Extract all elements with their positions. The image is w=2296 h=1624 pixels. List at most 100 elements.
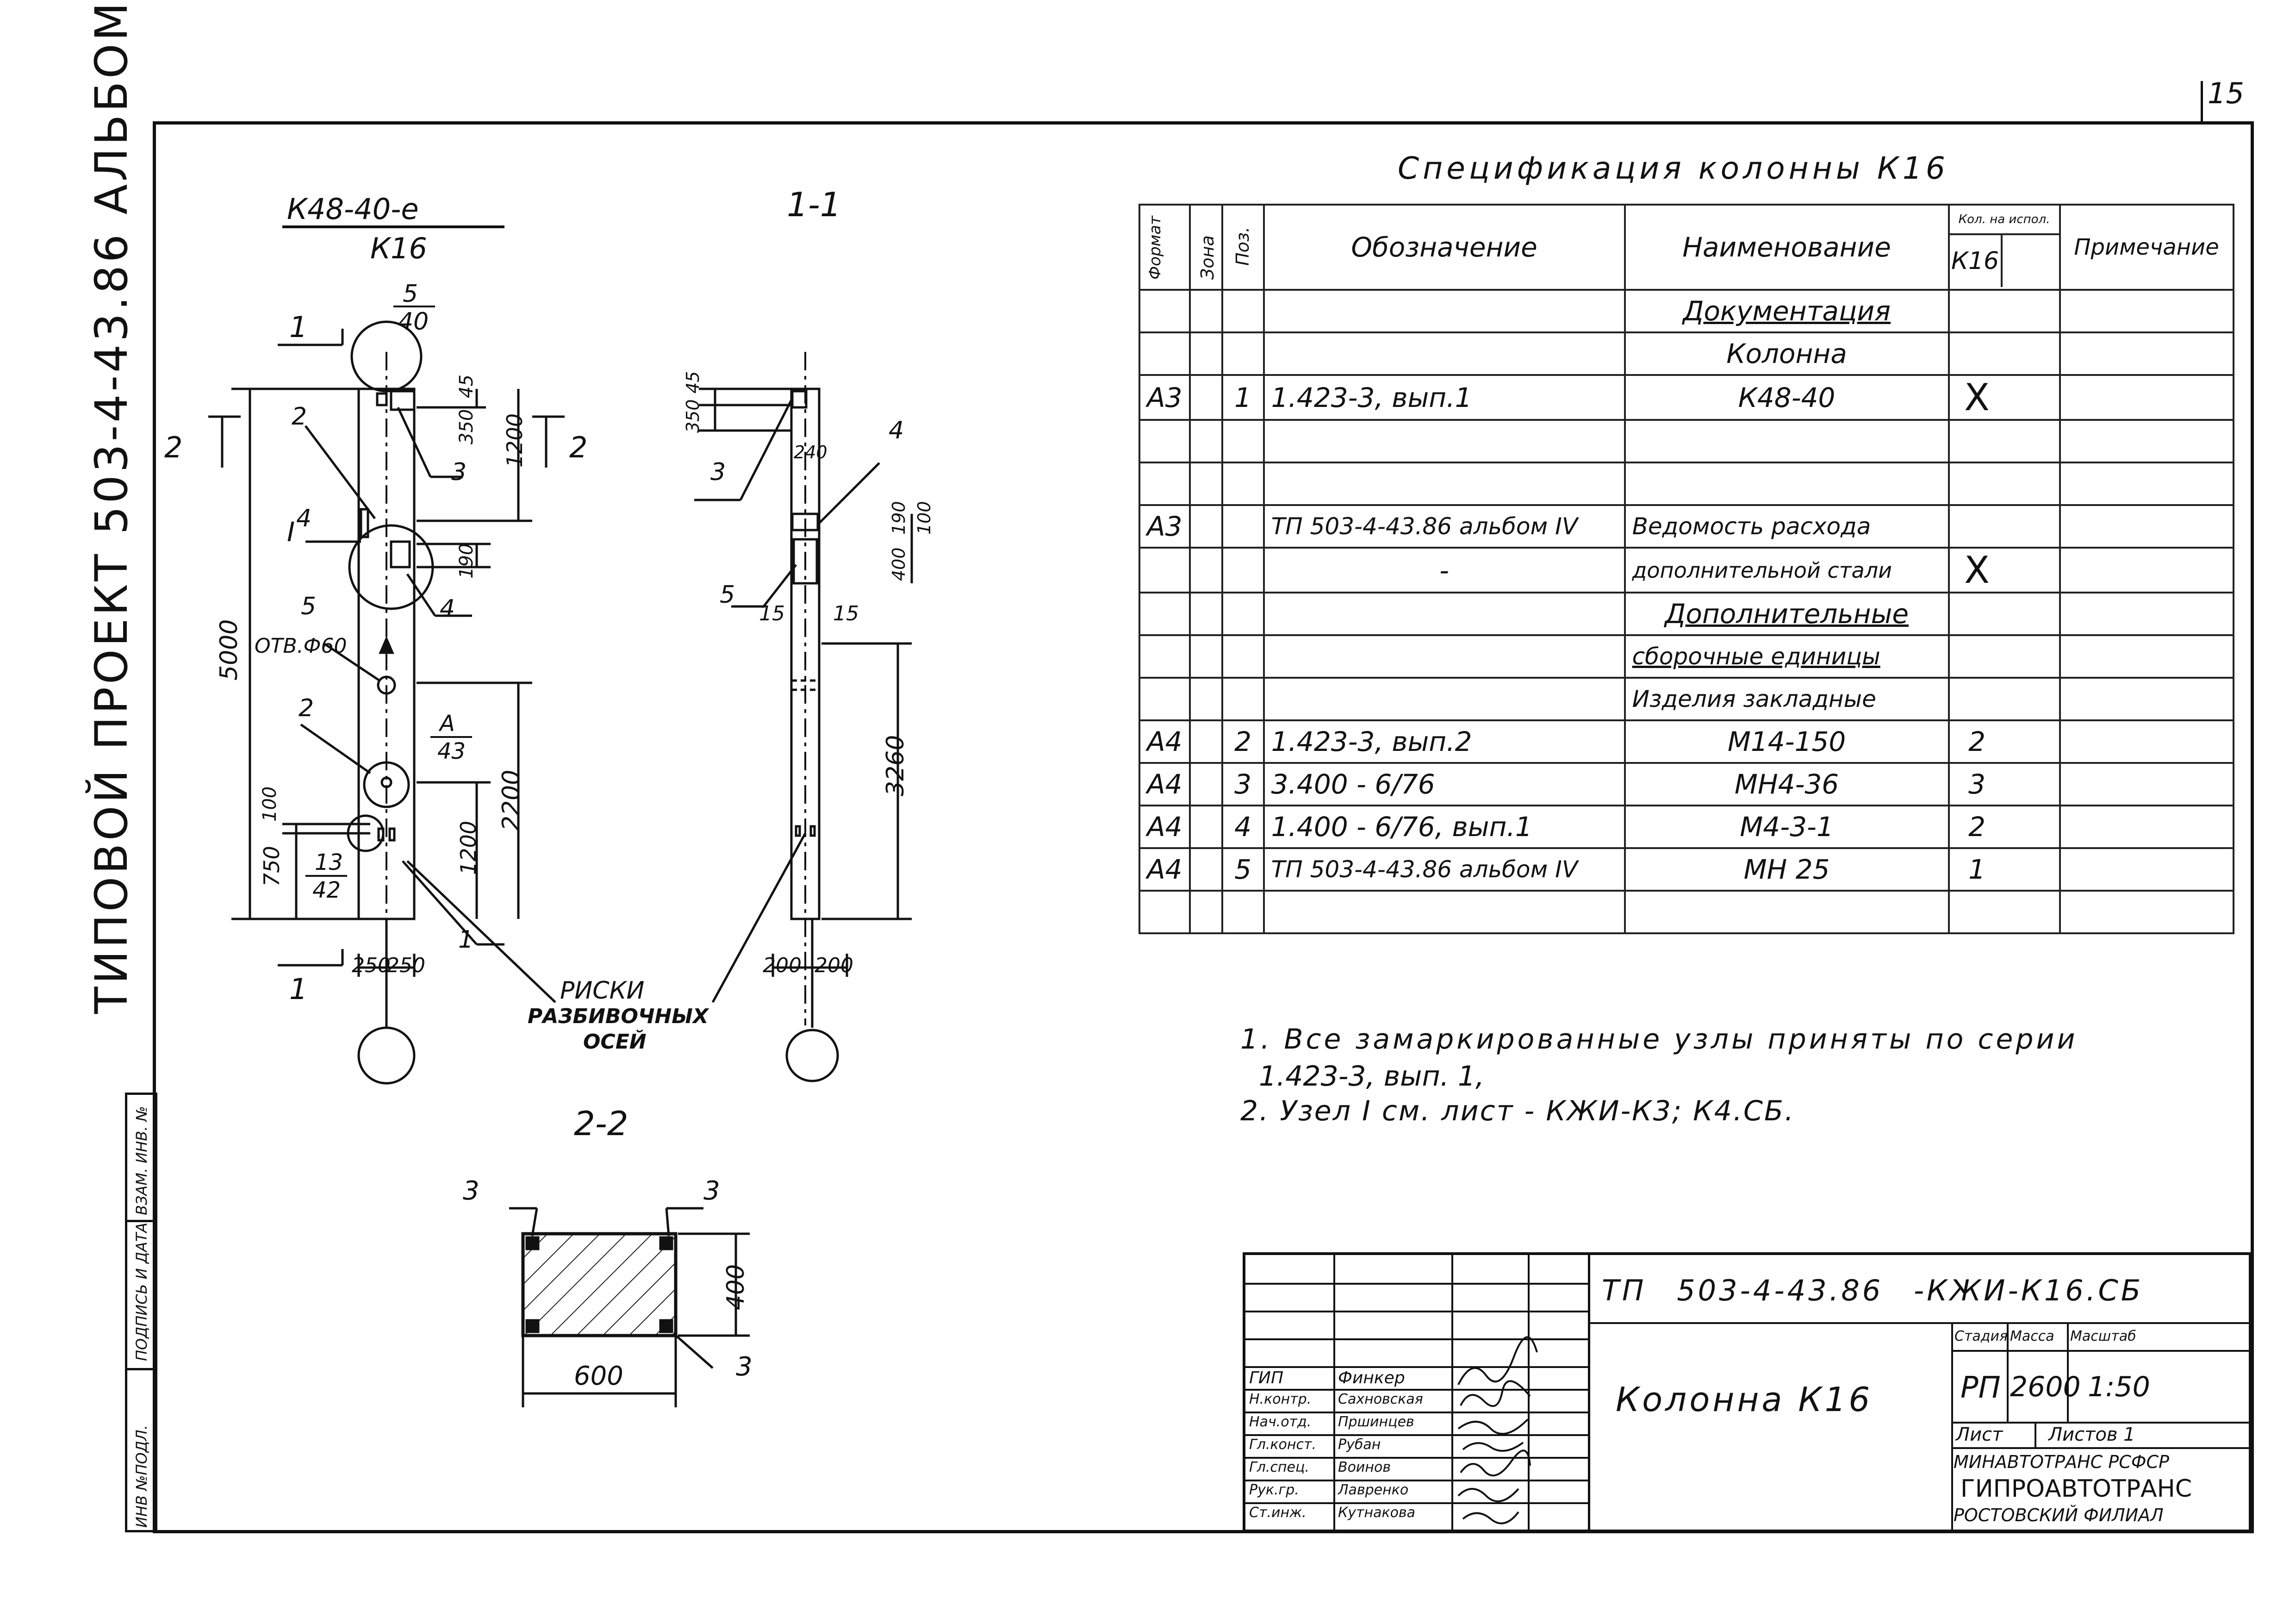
spec-row [1139, 890, 2234, 934]
spec-row: Изделия закладные [1139, 677, 2234, 721]
node-5-num: 5 [403, 280, 418, 308]
tb-scale-h: Масштаб [2070, 1328, 2136, 1344]
tb-org-2: ГИПРОАВТОТРАНС [1960, 1475, 2192, 1503]
tb-mass: 2600 [2010, 1371, 2081, 1403]
tb-org-3: РОСТОВСКИЙ ФИЛИАЛ [1954, 1505, 2164, 1525]
hole-label: ОТВ.Ф60 [255, 634, 347, 658]
risks-label-2: РАЗБИВОЧНЫХ [528, 1005, 709, 1028]
pos-4-side: 4 [889, 417, 904, 444]
title-block: ГИП Финкер Н.контр. Сахновская Нач.отд. … [1243, 1252, 2252, 1532]
pos-1-front: 1 [458, 926, 474, 954]
spec-h-zone: Зона [1197, 235, 1218, 280]
dim-350: 350 [456, 409, 477, 444]
tb-role-6: Ст.инж. [1249, 1505, 1307, 1521]
tb-role-2: Нач.отд. [1249, 1414, 1312, 1430]
tb-name-3: Рубан [1338, 1437, 1381, 1453]
dim-200a: 200 [763, 954, 802, 977]
dim-3260: 3260 [882, 735, 909, 796]
pos-5-side: 5 [720, 581, 735, 609]
dim-190: 190 [456, 543, 477, 579]
node-I-label: I [287, 516, 295, 548]
axis-bubble-side [785, 1029, 839, 1082]
node-A-label: А [440, 711, 455, 737]
sec22-pos3-right: 3 [703, 1176, 720, 1206]
pos-2-top: 2 [292, 403, 307, 431]
spec-row: Документация [1139, 289, 2234, 333]
node-5-sheet: 40 [398, 308, 429, 336]
dim-250b: 250 [386, 954, 425, 977]
pos-2-mid: 2 [299, 694, 314, 722]
node-13-label: 13 [315, 849, 343, 875]
dim-200b: 200 [815, 954, 853, 977]
cut-1-bottom: 1 [289, 972, 308, 1006]
dim-2200: 2200 [498, 769, 525, 831]
dim-1200-bottom: 1200 [456, 820, 481, 875]
pos-5-front: 5 [301, 593, 317, 620]
spec-row [1139, 419, 2234, 463]
page-number: 15 [2208, 76, 2244, 110]
dim-600: 600 [574, 1361, 623, 1391]
tb-scale: 1:50 [2088, 1371, 2150, 1403]
mark-top: К48-40-е [287, 192, 419, 226]
spec-h-qty-group: Кол. на испол. [1949, 206, 2059, 235]
tb-name-2: Пршинцев [1338, 1414, 1414, 1430]
drawing-frame [153, 121, 2254, 1533]
spec-row: Дополнительные [1139, 592, 2234, 636]
spec-h-name: Наименование [1624, 204, 1950, 291]
section-11-title: 1-1 [787, 185, 841, 224]
note-2: 2. Узел I см. лист - КЖИ-К3; К4.СБ. [1240, 1095, 1795, 1127]
dim-45: 45 [456, 375, 477, 398]
tb-role-0: ГИП [1249, 1368, 1284, 1387]
tb-sheets-h: Листов 1 [2048, 1424, 2135, 1445]
tb-name-4: Воинов [1338, 1459, 1391, 1475]
tb-role-4: Гл.спец. [1249, 1459, 1309, 1475]
spec-h-designation: Обозначение [1263, 204, 1626, 291]
risks-label-1: РИСКИ [560, 977, 645, 1005]
sec22-pos3-bottom: 3 [736, 1352, 753, 1382]
pos-3-side: 3 [710, 458, 726, 486]
tb-name-1: Сахновская [1338, 1391, 1423, 1407]
spec-header-row: Формат Зона Поз. Обозначение Наименовани… [1139, 204, 2234, 291]
spec-h-note: Примечание [2059, 204, 2234, 291]
note-1-cont: 1.423-3, вып. 1, [1259, 1060, 1485, 1093]
dim-190-side: 190 [889, 501, 909, 535]
spec-row: Колонна [1139, 331, 2234, 376]
tb-role-5: Рук.гр. [1249, 1482, 1299, 1498]
dim-350-side: 350 [683, 399, 703, 433]
sec22-pos3-left: 3 [463, 1176, 479, 1206]
spec-row [1139, 462, 2234, 506]
tb-code: ТП 503-4-43.86 -КЖИ-К16.СБ [1602, 1274, 2144, 1307]
dim-5000: 5000 [215, 619, 243, 681]
dim-100-side: 100 [914, 501, 934, 535]
tb-name-0: Финкер [1338, 1368, 1405, 1387]
tb-role-1: Н.контр. [1249, 1391, 1312, 1407]
tb-mass-h: Масса [2010, 1328, 2054, 1344]
tb-name-6: Кутнакова [1338, 1505, 1416, 1521]
dim-240: 240 [794, 442, 828, 462]
tb-org-1: МИНАВТОТРАНС РСФСР [1954, 1452, 2169, 1472]
cut-2-right: 2 [569, 431, 588, 464]
dim-400-side: 400 [889, 547, 909, 581]
side-stamp: ИНВ №ПОДЛ. ПОДПИСЬ И ДАТА ВЗАМ. ИНВ. № [125, 1093, 157, 1532]
pos-4-front-b: 4 [440, 595, 455, 623]
spec-h-pos: Поз. [1232, 226, 1253, 266]
tb-name-5: Лавренко [1338, 1482, 1409, 1498]
axis-bubble-front [357, 1026, 416, 1085]
node-A-circle [363, 761, 410, 808]
node-5-bubble [350, 320, 423, 393]
node-13-sheet: 42 [312, 877, 341, 903]
dim-45-side: 45 [683, 371, 703, 394]
page-number-tick [2201, 81, 2203, 123]
cut-2-left: 2 [164, 431, 183, 464]
spec-h-qty-k16: К16 [1950, 235, 2003, 287]
dim-100: 100 [259, 786, 280, 822]
spec-title: Спецификация колонны К16 [1398, 150, 1949, 186]
